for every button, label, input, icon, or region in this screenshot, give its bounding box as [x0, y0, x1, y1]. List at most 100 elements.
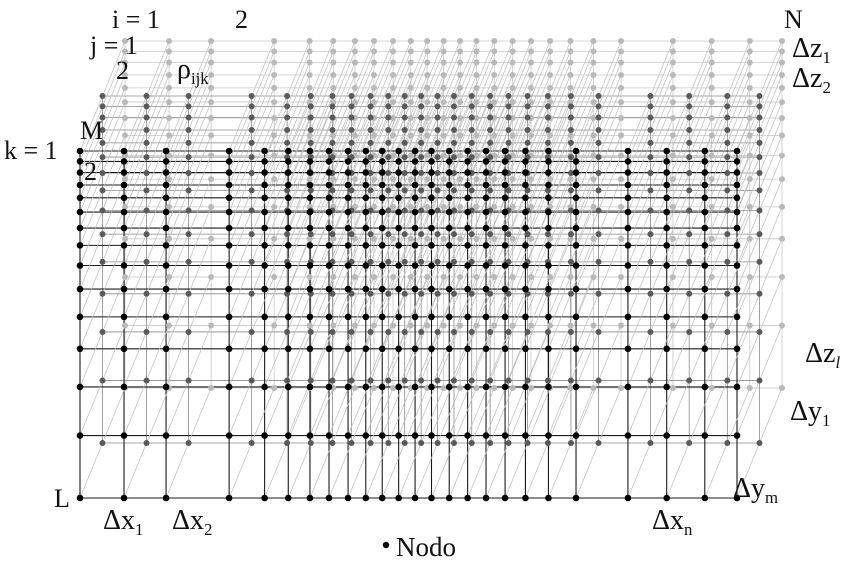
grid-node [271, 115, 278, 122]
grid-node [166, 72, 173, 79]
grid-node [746, 59, 753, 66]
grid-node [306, 208, 314, 216]
grid-node [545, 432, 552, 439]
grid-node [567, 322, 574, 329]
grid-node [424, 273, 431, 280]
grid-node [378, 208, 386, 216]
grid-node [545, 345, 552, 353]
grid-node [547, 273, 554, 280]
grid-node [407, 203, 414, 210]
grid-node [306, 235, 313, 242]
grid-node [528, 48, 535, 55]
grid-node [208, 84, 215, 91]
grid-node [307, 127, 314, 134]
grid-node [166, 48, 173, 55]
grid-node [572, 194, 580, 202]
grid-node [468, 290, 475, 297]
grid-node [99, 440, 106, 446]
grid-node [208, 132, 215, 139]
grid-node [567, 328, 574, 335]
grid-node [756, 170, 763, 177]
grid-node [733, 169, 741, 176]
grid-node [464, 242, 471, 249]
grid-node [122, 48, 128, 55]
grid-node [411, 208, 419, 216]
grid-node [590, 99, 597, 106]
grid-node [647, 103, 654, 110]
grid-node [669, 48, 676, 55]
grid-node [669, 115, 676, 122]
grid-node [424, 115, 431, 122]
grid-node [367, 103, 374, 110]
grid-node [344, 262, 352, 269]
grid-node [401, 440, 408, 446]
grid-node [567, 235, 574, 242]
grid-node [367, 290, 374, 297]
grid-node [445, 194, 453, 202]
grid-node [395, 158, 402, 165]
grid-node [367, 328, 374, 335]
grid-node [76, 169, 84, 176]
grid-node [464, 313, 471, 321]
grid-node [482, 285, 490, 293]
grid-node [99, 93, 106, 99]
grid-node [329, 154, 336, 161]
grid-node [348, 103, 355, 110]
grid-node [371, 235, 378, 242]
grid-node [424, 152, 431, 159]
grid-node [528, 38, 535, 44]
grid-node [385, 139, 392, 146]
grid-node [509, 132, 516, 139]
label-dxn: Δxn [652, 505, 693, 539]
grid-node [468, 127, 475, 134]
grid-node [595, 231, 602, 238]
grid-node [271, 99, 278, 106]
grid-node [624, 313, 632, 321]
grid-node [567, 377, 574, 384]
grid-node [248, 139, 255, 146]
grid-node [362, 242, 370, 249]
grid-node [567, 231, 574, 238]
grid-node [590, 235, 597, 242]
grid-node [208, 48, 215, 55]
grid-node [185, 207, 192, 214]
grid-node [528, 322, 535, 329]
grid-node [590, 176, 597, 183]
grid-node [545, 313, 552, 321]
grid-node [330, 84, 337, 91]
grid-node [686, 290, 693, 297]
grid-node [330, 48, 337, 55]
grid-node [464, 224, 471, 232]
grid-node [501, 285, 509, 293]
grid-node [371, 72, 378, 79]
grid-node [746, 48, 753, 55]
grid-node [491, 273, 498, 280]
grid-node [624, 262, 632, 269]
grid-node [424, 176, 431, 183]
grid-node [344, 313, 352, 321]
grid-node [724, 170, 731, 177]
grid-node [395, 432, 402, 439]
grid-node [544, 139, 551, 146]
grid-node [708, 203, 715, 210]
grid-node [669, 99, 676, 106]
grid-node [390, 273, 397, 280]
label-dz2: Δz2 [792, 63, 831, 97]
grid-node [663, 147, 671, 155]
grid-node [457, 38, 464, 44]
grid-node [362, 158, 370, 165]
grid-node [544, 440, 551, 446]
grid-node [547, 38, 554, 44]
grid-node [590, 203, 597, 210]
grid-node [306, 322, 313, 329]
grid-node [428, 262, 435, 269]
grid-node [284, 139, 291, 146]
grid-node [329, 139, 336, 146]
grid-node [505, 231, 512, 238]
grid-node [162, 224, 170, 232]
grid-node [457, 273, 464, 280]
grid-node [567, 132, 574, 139]
grid-node [567, 84, 574, 91]
grid-node [122, 235, 128, 242]
grid-node [99, 170, 106, 177]
